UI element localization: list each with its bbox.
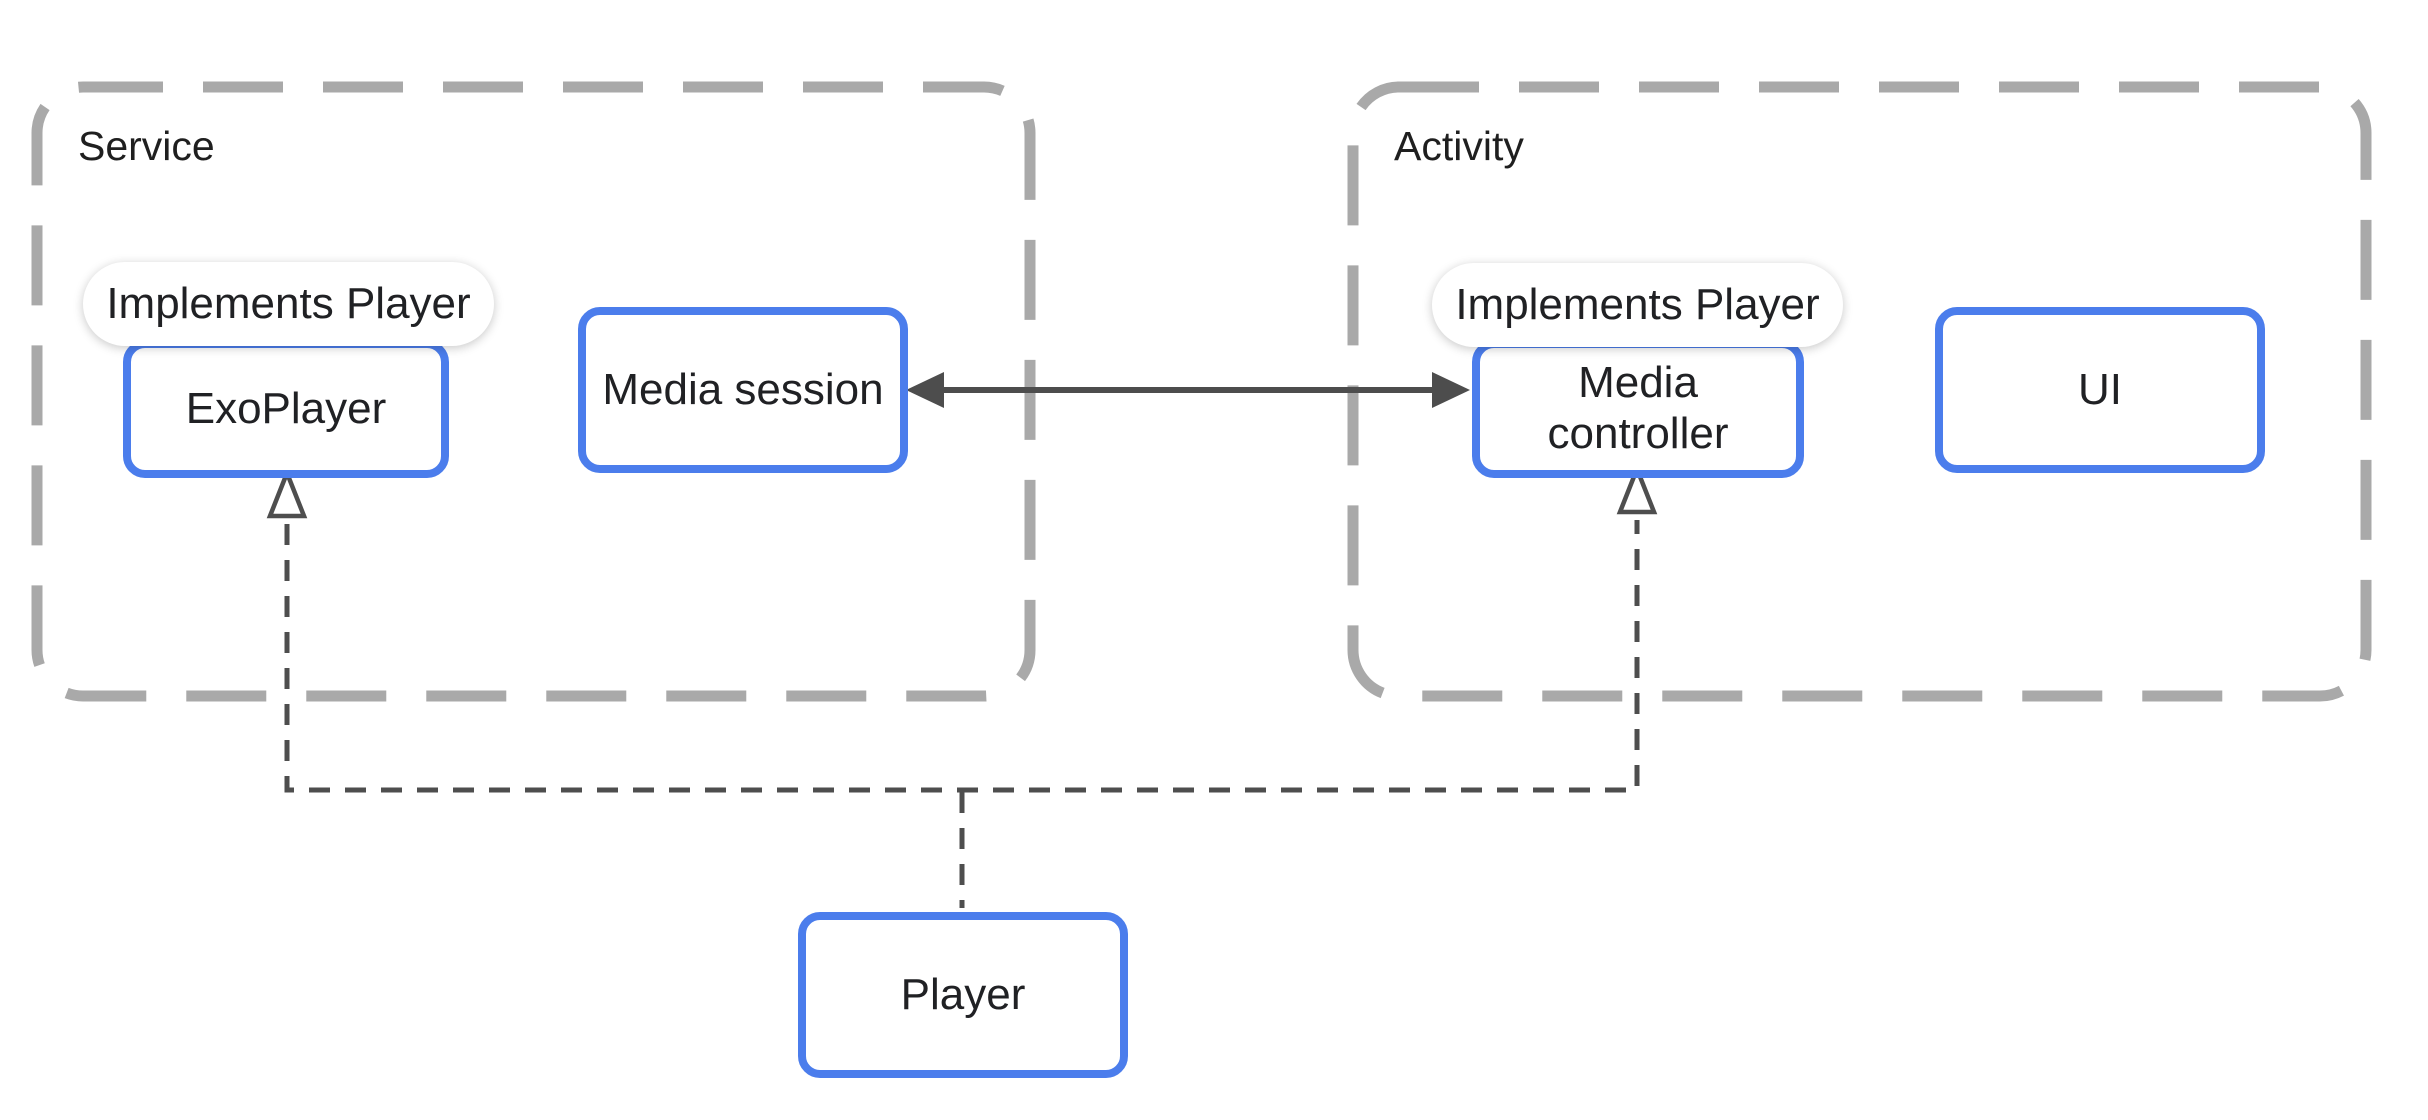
implements-player-badge-activity-label: Implements Player	[1455, 280, 1820, 329]
implements-player-badge-service-label: Implements Player	[106, 279, 471, 328]
player-box: Player	[798, 912, 1128, 1078]
session-controller-arrow	[906, 372, 1470, 408]
player-connector-path	[284, 520, 1640, 793]
ui-box-label: UI	[2078, 364, 2122, 414]
arrow-left-head-icon	[906, 372, 944, 408]
media-session-box-label: Media session	[602, 364, 884, 414]
player-box-label: Player	[900, 969, 1026, 1019]
media-controller-up-arrowhead-icon	[1616, 462, 1658, 515]
ui-box: UI	[1935, 307, 2265, 473]
exoplayer-box: ExoPlayer	[123, 340, 449, 478]
arrow-right-head-icon	[1432, 372, 1470, 408]
exoplayer-box-label: ExoPlayer	[185, 383, 387, 433]
implements-player-badge-service: Implements Player	[83, 262, 494, 346]
media-controller-box: Media controller	[1472, 340, 1804, 478]
player-dashed-connector	[266, 462, 1658, 908]
service-container-label: Service	[78, 123, 215, 169]
media-controller-box-label: Media controller	[1547, 358, 1729, 458]
exoplayer-up-arrowhead-icon	[266, 466, 308, 519]
media-session-box: Media session	[578, 307, 908, 473]
activity-container-label: Activity	[1394, 123, 1524, 169]
implements-player-badge-activity: Implements Player	[1432, 263, 1843, 347]
